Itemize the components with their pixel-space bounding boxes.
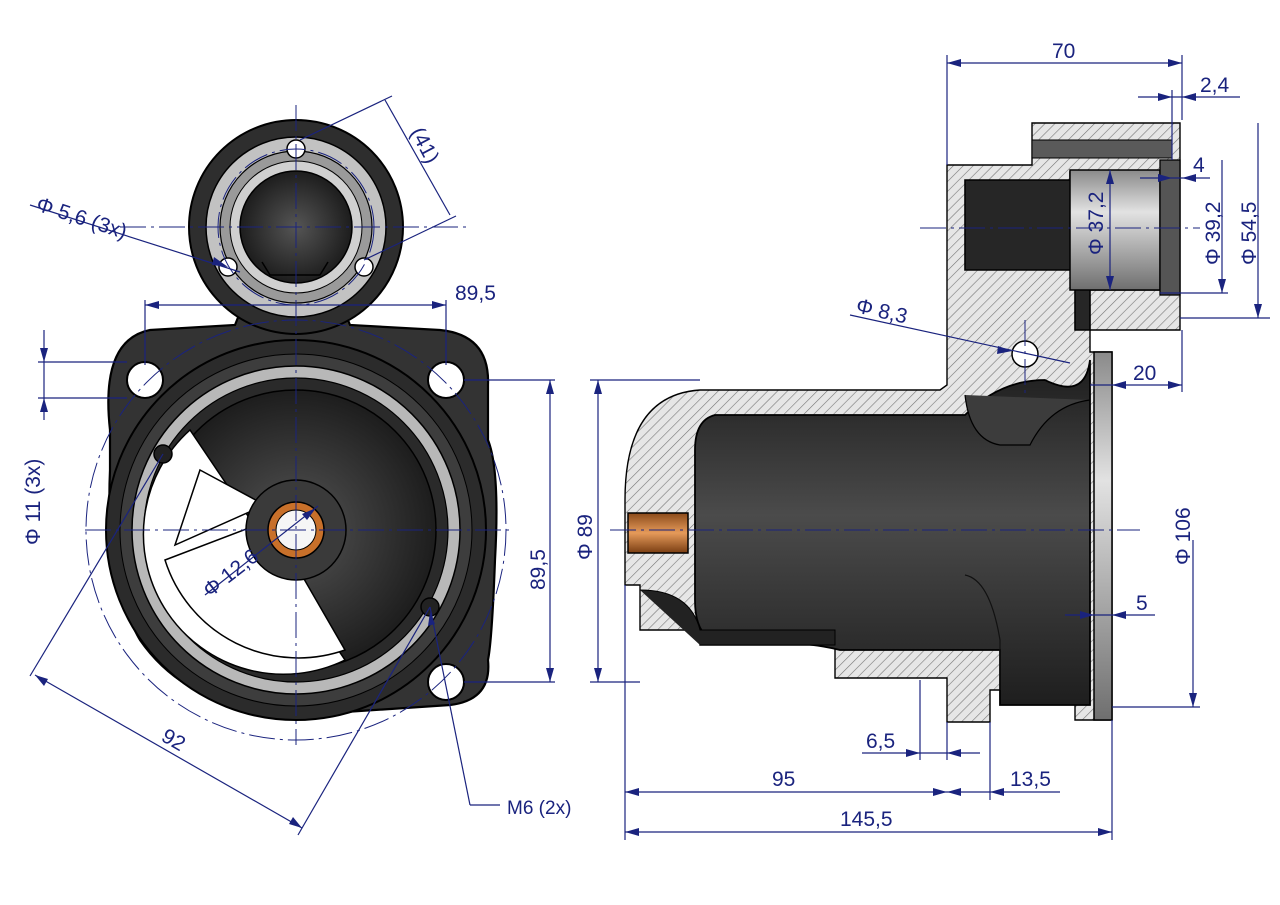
dim-13-5: 13,5 (1010, 768, 1051, 791)
thread-callout-m6: M6 (2x) (507, 798, 571, 819)
side-upper-bore-insert (1069, 169, 1161, 291)
dim-89-5-vertical: 89,5 (527, 549, 550, 590)
side-flange-face (1093, 351, 1113, 721)
dim-5: 5 (1136, 592, 1148, 615)
dim-92: 92 (158, 724, 190, 756)
dim-dia-106: Φ 106 (1172, 507, 1195, 565)
dim-6-5: 6,5 (866, 730, 895, 753)
side-view: 70 2,4 4 Φ 37,2 Φ 39,2 Φ 54,5 Φ 8,3 (574, 40, 1270, 840)
dim-dia-89: Φ 89 (574, 514, 597, 560)
front-small-hole-right (354, 257, 374, 277)
side-bushing (627, 512, 689, 554)
front-mount-hole-left (126, 361, 164, 399)
dim-dia-8-3: Φ 8,3 (854, 294, 910, 328)
side-main-cavity (694, 359, 1091, 706)
dim-hole-small: Φ 5,6 (3x) (33, 193, 129, 244)
dim-95: 95 (772, 768, 795, 791)
dim-dia-37-2: Φ 37,2 (1085, 192, 1108, 255)
dim-145-5: 145,5 (840, 808, 893, 831)
dim-20: 20 (1133, 362, 1156, 385)
dim-4: 4 (1193, 154, 1205, 177)
dim-2-4: 2,4 (1200, 74, 1230, 97)
dim-hole-mount: Φ 11 (3x) (22, 459, 45, 545)
dim-89-5-horizontal: 89,5 (455, 282, 496, 305)
dim-dia-54-5: Φ 54,5 (1238, 202, 1261, 265)
front-view: Φ 5,6 (3x) (41) 89,5 89,5 Φ 11 (3x) Φ 12… (22, 95, 571, 836)
dim-70: 70 (1052, 40, 1075, 63)
front-mount-hole-bottom (427, 663, 465, 701)
dim-dia-39-2: Φ 39,2 (1202, 202, 1225, 265)
front-mount-hole-right (427, 361, 465, 399)
